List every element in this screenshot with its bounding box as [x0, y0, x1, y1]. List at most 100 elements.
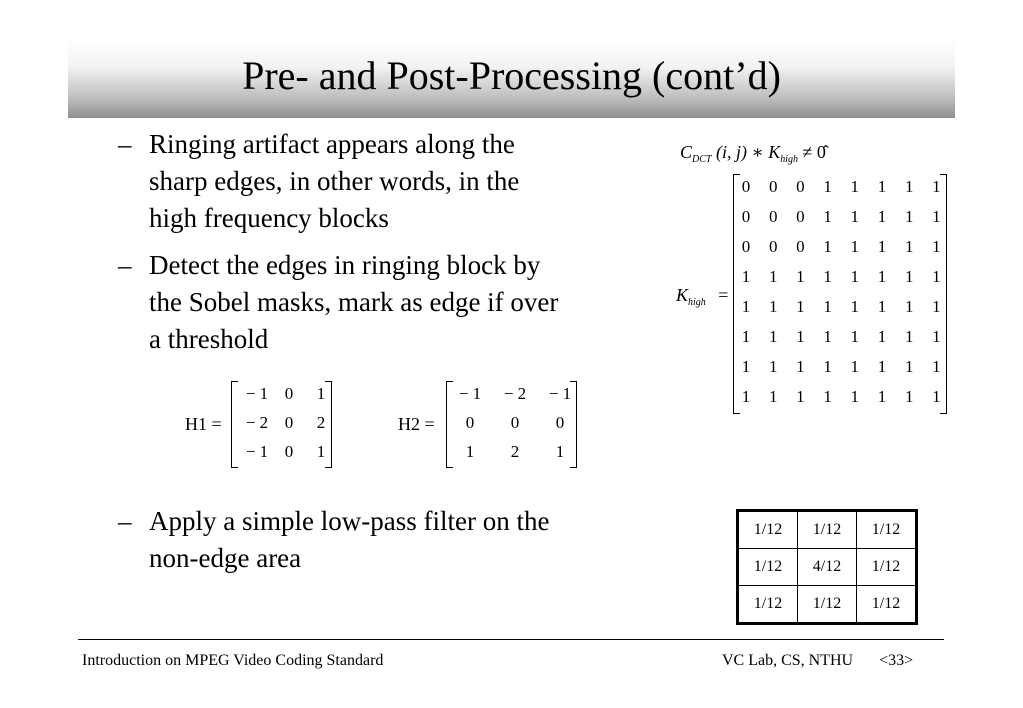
matrix-cell: 1: [850, 387, 860, 406]
matrix-cell: 1: [904, 177, 914, 196]
matrix-cell: 1: [850, 327, 860, 346]
matrix-cell: 2: [316, 413, 326, 432]
matrix-cell: 1: [823, 357, 832, 376]
formula-k-sub: high: [780, 154, 798, 165]
table-row: 1/12 1/12 1/12: [737, 510, 917, 549]
matrix-cell: 2: [510, 442, 520, 461]
matrix-cell: − 2: [503, 384, 527, 403]
matrix-cell: − 1: [458, 384, 482, 403]
table-cell: 1/12: [797, 585, 857, 624]
matrix-cell: 1: [877, 177, 887, 196]
matrix-cell: − 1: [548, 384, 572, 403]
matrix-cell: 0: [284, 442, 294, 461]
bullet-dash: –: [118, 129, 132, 159]
footer-lab: VC Lab, CS, NTHU: [722, 652, 854, 669]
matrix-cell: 1: [932, 267, 941, 286]
bracket-left: [733, 174, 740, 414]
matrix-cell: 1: [796, 357, 805, 376]
bullet-detect-edges: – Detect the edges in ringing block by t…: [118, 247, 638, 358]
bullet-dash: –: [118, 250, 132, 280]
formula-args: (i, j): [715, 142, 747, 162]
matrix-cell: 1: [904, 357, 914, 376]
matrix-cell: 1: [904, 297, 914, 316]
matrix-cell: 0: [768, 177, 778, 196]
matrix-cell: 1: [932, 357, 941, 376]
khigh-label: Khigh =: [676, 285, 729, 308]
matrix-cell: 0: [741, 177, 751, 196]
matrix-cell: 1: [741, 387, 751, 406]
table-cell: 1/12: [737, 585, 798, 624]
page-title: Pre- and Post-Processing (cont’d): [242, 53, 781, 98]
formula-neq: ≠: [802, 142, 813, 162]
table-cell: 1/12: [856, 510, 917, 549]
bullet-line: Ringing artifact appears along the: [149, 129, 515, 159]
matrix-cell: 1: [741, 297, 751, 316]
table-row: 1/12 4/12 1/12: [737, 548, 917, 586]
matrix-cell: 1: [768, 327, 778, 346]
bullet-line: high frequency blocks: [149, 203, 389, 233]
matrix-cell: 1: [741, 267, 751, 286]
matrix-cell: 1: [904, 327, 914, 346]
matrix-cell: 0: [555, 413, 565, 432]
matrix-cell: 1: [823, 267, 832, 286]
bullet-lowpass: – Apply a simple low-pass filter on the …: [118, 503, 638, 577]
matrix-cell: 1: [904, 267, 914, 286]
formula-k: K: [768, 142, 781, 162]
bracket-left: [231, 381, 238, 468]
matrix-cell: 1: [465, 442, 475, 461]
matrix-cell: 1: [741, 357, 751, 376]
khigh-k: K: [676, 285, 689, 305]
table-cell: 4/12: [797, 548, 857, 586]
matrix-cell: 1: [932, 387, 941, 406]
khigh-sub: high: [688, 297, 706, 308]
matrix-cell: 1: [904, 207, 914, 226]
bullet-line: sharp edges, in other words, in the: [149, 166, 520, 196]
matrix-cell: 1: [904, 237, 914, 256]
matrix-cell: 0: [741, 207, 751, 226]
bullet-line: Apply a simple low-pass filter on the: [149, 506, 550, 536]
matrix-cell: 1: [741, 327, 751, 346]
matrix-cell: 1: [850, 207, 860, 226]
formula-op: ∗: [751, 142, 764, 162]
table-cell: 1/12: [737, 510, 798, 549]
matrix-cell: 0: [796, 207, 805, 226]
matrix-cell: 0: [768, 237, 778, 256]
footer-divider: [78, 639, 944, 640]
table-row: 1/12 1/12 1/12: [737, 585, 917, 624]
matrix-cell: 1: [823, 387, 832, 406]
matrix-cell: 1: [932, 207, 941, 226]
matrix-cell: 1: [768, 357, 778, 376]
matrix-cell: 1: [823, 237, 832, 256]
matrix-cell: 1: [932, 327, 941, 346]
table-cell: 1/12: [856, 548, 917, 586]
matrix-cell: 1: [823, 207, 832, 226]
matrix-cell: 0: [796, 237, 805, 256]
matrix-cell: 0: [284, 413, 294, 432]
matrix-cell: 0: [510, 413, 520, 432]
h1-label: H1 =: [185, 414, 222, 434]
bullet-ringing: – Ringing artifact appears along the sha…: [118, 126, 638, 237]
matrix-cell: 1: [316, 384, 326, 403]
bracket-right: [570, 381, 577, 468]
footer-course-title: Introduction on MPEG Video Coding Standa…: [82, 652, 384, 669]
matrix-cell: 1: [877, 237, 887, 256]
matrix-cell: 1: [768, 297, 778, 316]
matrix-cell: 1: [877, 357, 887, 376]
matrix-cell: 0: [465, 413, 475, 432]
bracket-right: [940, 174, 947, 414]
khigh-eq: =: [718, 285, 729, 305]
matrix-cell: − 1: [245, 384, 269, 403]
table-cell: 1/12: [797, 510, 857, 549]
matrix-cell: 1: [850, 237, 860, 256]
matrix-cell: 0: [741, 237, 751, 256]
matrix-cell: 1: [768, 267, 778, 286]
formula-c: C: [680, 142, 693, 162]
matrix-cell: 1: [877, 327, 887, 346]
bracket-left: [446, 381, 453, 468]
matrix-cell: 1: [850, 297, 860, 316]
matrix-cell: 1: [823, 297, 832, 316]
matrix-cell: 1: [904, 387, 914, 406]
